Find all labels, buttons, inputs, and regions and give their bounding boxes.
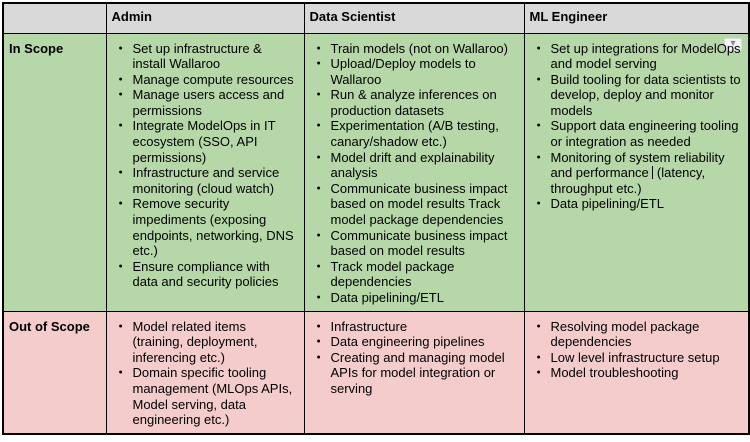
table-row-out-of-scope: Out of Scope Model related items (traini…	[2, 310, 750, 435]
list-item: Model related items (training, deploymen…	[112, 319, 299, 366]
cell-in-scope-admin[interactable]: Set up infrastructure & install Wallaroo…	[105, 32, 305, 312]
list-item: Run & analyze inferences on production d…	[310, 87, 519, 118]
row-label-out-of-scope[interactable]: Out of Scope	[2, 310, 107, 435]
list-item: Data pipelining/ETL	[530, 196, 744, 212]
table-row-in-scope: In Scope Set up infrastructure & install…	[2, 32, 750, 312]
list-item: Low level infrastructure setup	[530, 350, 744, 366]
list-item: Data pipelining/ETL	[310, 290, 519, 306]
bullet-list: Train models (not on Wallaroo)Upload/Dep…	[310, 41, 519, 306]
list-item: Monitoring of system reliability and per…	[530, 150, 744, 197]
list-item: Track model package dependencies	[310, 259, 519, 290]
list-item: Data engineering pipelines	[310, 334, 519, 350]
list-item: Resolving model package dependencies	[530, 319, 744, 350]
header-corner-cell[interactable]	[2, 2, 107, 34]
scope-table: Admin Data Scientist ML Engineer In Scop…	[2, 2, 750, 435]
list-item: Support data engineering tooling or inte…	[530, 118, 744, 149]
list-item: Train models (not on Wallaroo)	[310, 41, 519, 57]
list-item: Remove security impediments (exposing en…	[112, 196, 299, 258]
text-cursor	[651, 166, 654, 180]
table-header-row: Admin Data Scientist ML Engineer	[2, 2, 750, 34]
list-item: Manage compute resources	[112, 72, 299, 88]
list-item: Set up integrations for ModelOps and mod…	[530, 41, 744, 72]
row-label-in-scope[interactable]: In Scope	[2, 32, 107, 312]
list-item: Upload/Deploy models to Wallaroo	[310, 56, 519, 87]
cell-out-of-scope-admin[interactable]: Model related items (training, deploymen…	[105, 310, 305, 435]
column-header-admin[interactable]: Admin	[105, 2, 305, 34]
list-item: Build tooling for data scientists to dev…	[530, 72, 744, 119]
list-item: Infrastructure	[310, 319, 519, 335]
list-item: Creating and managing model APIs for mod…	[310, 350, 519, 397]
list-item: Communicate business impact based on mod…	[310, 181, 519, 228]
list-item: Ensure compliance with data and security…	[112, 259, 299, 290]
list-item: Set up infrastructure & install Wallaroo	[112, 41, 299, 72]
bullet-list: InfrastructureData engineering pipelines…	[310, 319, 519, 397]
list-item: Manage users access and permissions	[112, 87, 299, 118]
list-item: Infrastructure and service monitoring (c…	[112, 165, 299, 196]
list-item: Communicate business impact based on mod…	[310, 228, 519, 259]
cell-in-scope-ml-engineer[interactable]: ▾ Set up integrations for ModelOps and m…	[523, 32, 750, 312]
bullet-list: Set up infrastructure & install Wallaroo…	[112, 41, 299, 291]
column-header-data-scientist[interactable]: Data Scientist	[303, 2, 525, 34]
list-item: Integrate ModelOps in IT ecosystem (SSO,…	[112, 118, 299, 165]
bullet-list: Model related items (training, deploymen…	[112, 319, 299, 428]
cell-out-of-scope-ml-engineer[interactable]: Resolving model package dependenciesLow …	[523, 310, 750, 435]
cell-out-of-scope-data-scientist[interactable]: InfrastructureData engineering pipelines…	[303, 310, 525, 435]
bullet-list: Resolving model package dependenciesLow …	[530, 319, 744, 381]
bullet-list: Set up integrations for ModelOps and mod…	[530, 41, 744, 213]
column-header-ml-engineer[interactable]: ML Engineer	[523, 2, 750, 34]
list-item: Model troubleshooting	[530, 365, 744, 381]
list-item: Domain specific tooling management (MLOp…	[112, 365, 299, 427]
list-item: Model drift and explainability analysis	[310, 150, 519, 181]
cell-in-scope-data-scientist[interactable]: Train models (not on Wallaroo)Upload/Dep…	[303, 32, 525, 312]
list-item: Experimentation (A/B testing, canary/sha…	[310, 118, 519, 149]
